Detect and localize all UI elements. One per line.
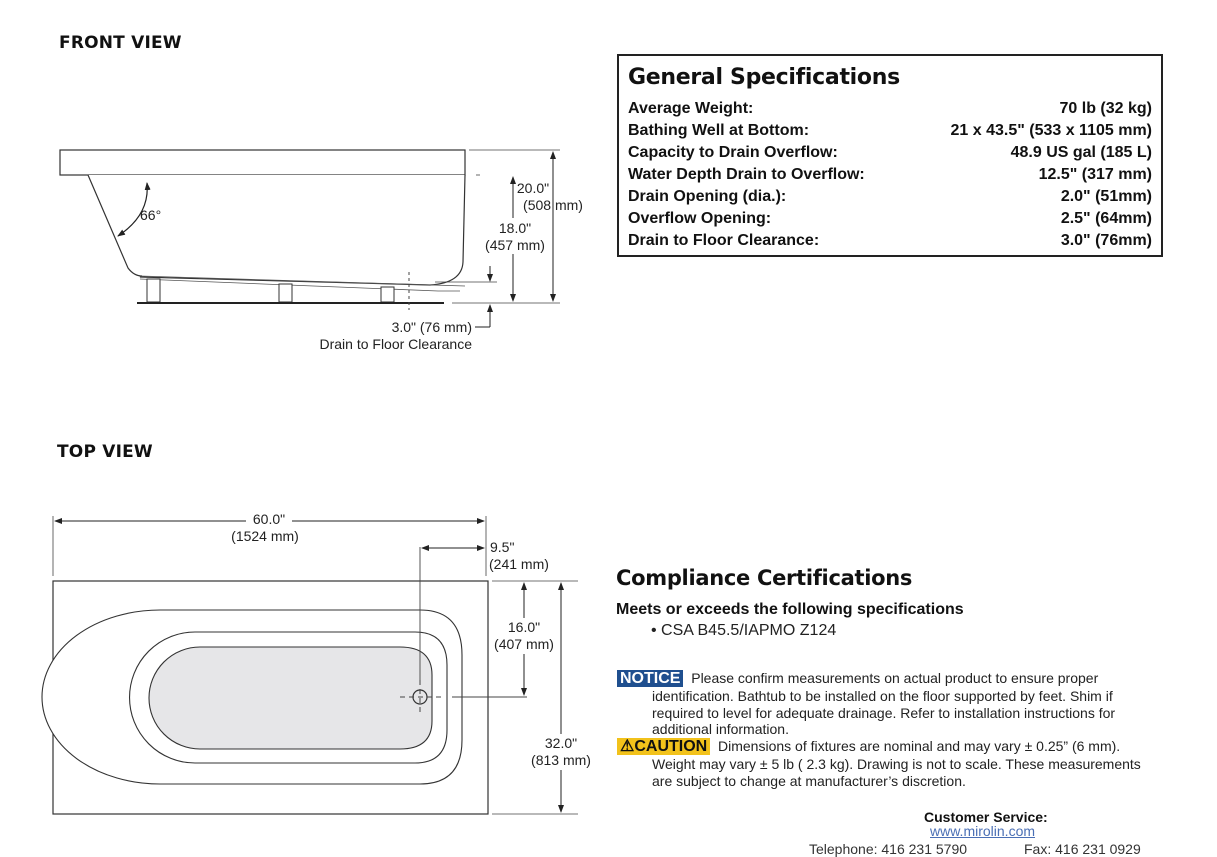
front-view-title: FRONT VIEW — [59, 33, 182, 53]
general-specifications-title: General Specifications — [628, 65, 900, 90]
top-view-drawing: 60.0" (1524 mm) 9.5" (241 mm) 16.0" (407… — [41, 511, 595, 815]
notice-line: required to level for adequate drainage.… — [652, 704, 1116, 721]
compliance-item: • CSA B45.5/IAPMO Z124 — [651, 622, 837, 639]
website-link[interactable]: www.mirolin.com — [930, 823, 1036, 839]
spec-label: Drain to Floor Clearance: — [628, 232, 820, 249]
angle-label: 66° — [140, 207, 161, 223]
customer-service-title: Customer Service: — [924, 809, 1048, 825]
overall-height-mm-label: (508 mm) — [523, 197, 583, 213]
tub-foot — [380, 286, 395, 303]
spec-value: 12.5" (317 mm) — [1038, 166, 1152, 183]
caution-badge: ⚠CAUTION — [617, 738, 711, 755]
width-label: 32.0" — [545, 735, 577, 751]
caution-block: ⚠CAUTION Dimensions of fixtures are nomi… — [617, 738, 1162, 789]
drain-clearance-label: 3.0" (76 mm) — [392, 319, 472, 335]
spec-value: 21 x 43.5" (533 x 1105 mm) — [950, 122, 1152, 139]
caution-line: are subject to change at manufacturer’s … — [652, 772, 966, 789]
length-label: 60.0" — [253, 511, 285, 527]
tub-foot — [146, 278, 161, 303]
spec-row: Capacity to Drain Overflow: 48.9 US gal … — [628, 144, 1152, 166]
spec-row: Bathing Well at Bottom: 21 x 43.5" (533 … — [628, 122, 1152, 144]
notice-line: additional information. — [652, 721, 789, 737]
spec-row: Water Depth Drain to Overflow: 12.5" (31… — [628, 166, 1152, 188]
notice-block: NOTICE Please confirm measurements on ac… — [617, 670, 1157, 738]
compliance-title: Compliance Certifications — [616, 566, 913, 590]
spec-value: 2.5" (64mm) — [1060, 210, 1152, 227]
spec-label: Water Depth Drain to Overflow: — [628, 166, 865, 183]
drain-offset-mm-label: (241 mm) — [489, 556, 549, 572]
tub-foot — [278, 283, 293, 303]
spec-value: 70 lb (32 kg) — [1059, 100, 1152, 117]
telephone: Telephone: 416 231 5790 — [809, 841, 968, 857]
tub-body — [87, 174, 466, 286]
spec-label: Bathing Well at Bottom: — [628, 122, 810, 139]
drain-from-side-mm-label: (407 mm) — [494, 636, 554, 652]
spec-label: Capacity to Drain Overflow: — [628, 144, 838, 161]
overall-height-label: 20.0" — [517, 180, 549, 196]
front-view-drawing: 66° 20.0" (508 mm) 18.0" (457 mm) 3.0" (… — [59, 149, 583, 352]
spec-label: Average Weight: — [628, 100, 754, 117]
tub-rim — [59, 149, 466, 176]
spec-value: 2.0" (51mm) — [1060, 188, 1152, 205]
spec-label: Drain Opening (dia.): — [628, 188, 787, 205]
notice-badge: NOTICE — [617, 670, 684, 687]
fax: Fax: 416 231 0929 — [1024, 841, 1141, 857]
top-view-title: TOP VIEW — [57, 442, 153, 462]
interior-height-label: 18.0" — [499, 220, 531, 236]
spec-row: Overflow Opening: 2.5" (64mm) — [628, 210, 1152, 232]
warning-icon: ⚠ — [620, 738, 635, 755]
length-mm-label: (1524 mm) — [231, 528, 299, 544]
bathing-well — [148, 646, 433, 750]
spec-value: 3.0" (76mm) — [1060, 232, 1152, 249]
spec-label: Overflow Opening: — [628, 210, 772, 227]
interior-height-mm-label: (457 mm) — [485, 237, 545, 253]
drain-clearance-caption: Drain to Floor Clearance — [319, 336, 472, 352]
spec-value: 48.9 US gal (185 L) — [1010, 144, 1152, 161]
general-specifications-box: General Specifications Average Weight: 7… — [617, 54, 1163, 257]
compliance-subtitle: Meets or exceeds the following specifica… — [616, 601, 964, 618]
width-mm-label: (813 mm) — [531, 752, 591, 768]
angle-arc — [117, 182, 151, 237]
caution-line: Dimensions of fixtures are nominal and m… — [718, 738, 1121, 754]
spec-row: Drain Opening (dia.): 2.0" (51mm) — [628, 188, 1152, 210]
spec-row: Drain to Floor Clearance: 3.0" (76mm) — [628, 232, 1152, 254]
notice-line: Please confirm measurements on actual pr… — [691, 670, 1099, 686]
notice-line: identification. Bathtub to be installed … — [652, 688, 1113, 704]
drain-offset-label: 9.5" — [490, 539, 514, 555]
caution-line: Weight may vary ± 5 lb ( 2.3 kg). Drawin… — [652, 756, 1141, 772]
drain-from-side-label: 16.0" — [508, 619, 540, 635]
spec-row: Average Weight: 70 lb (32 kg) — [628, 100, 1152, 122]
